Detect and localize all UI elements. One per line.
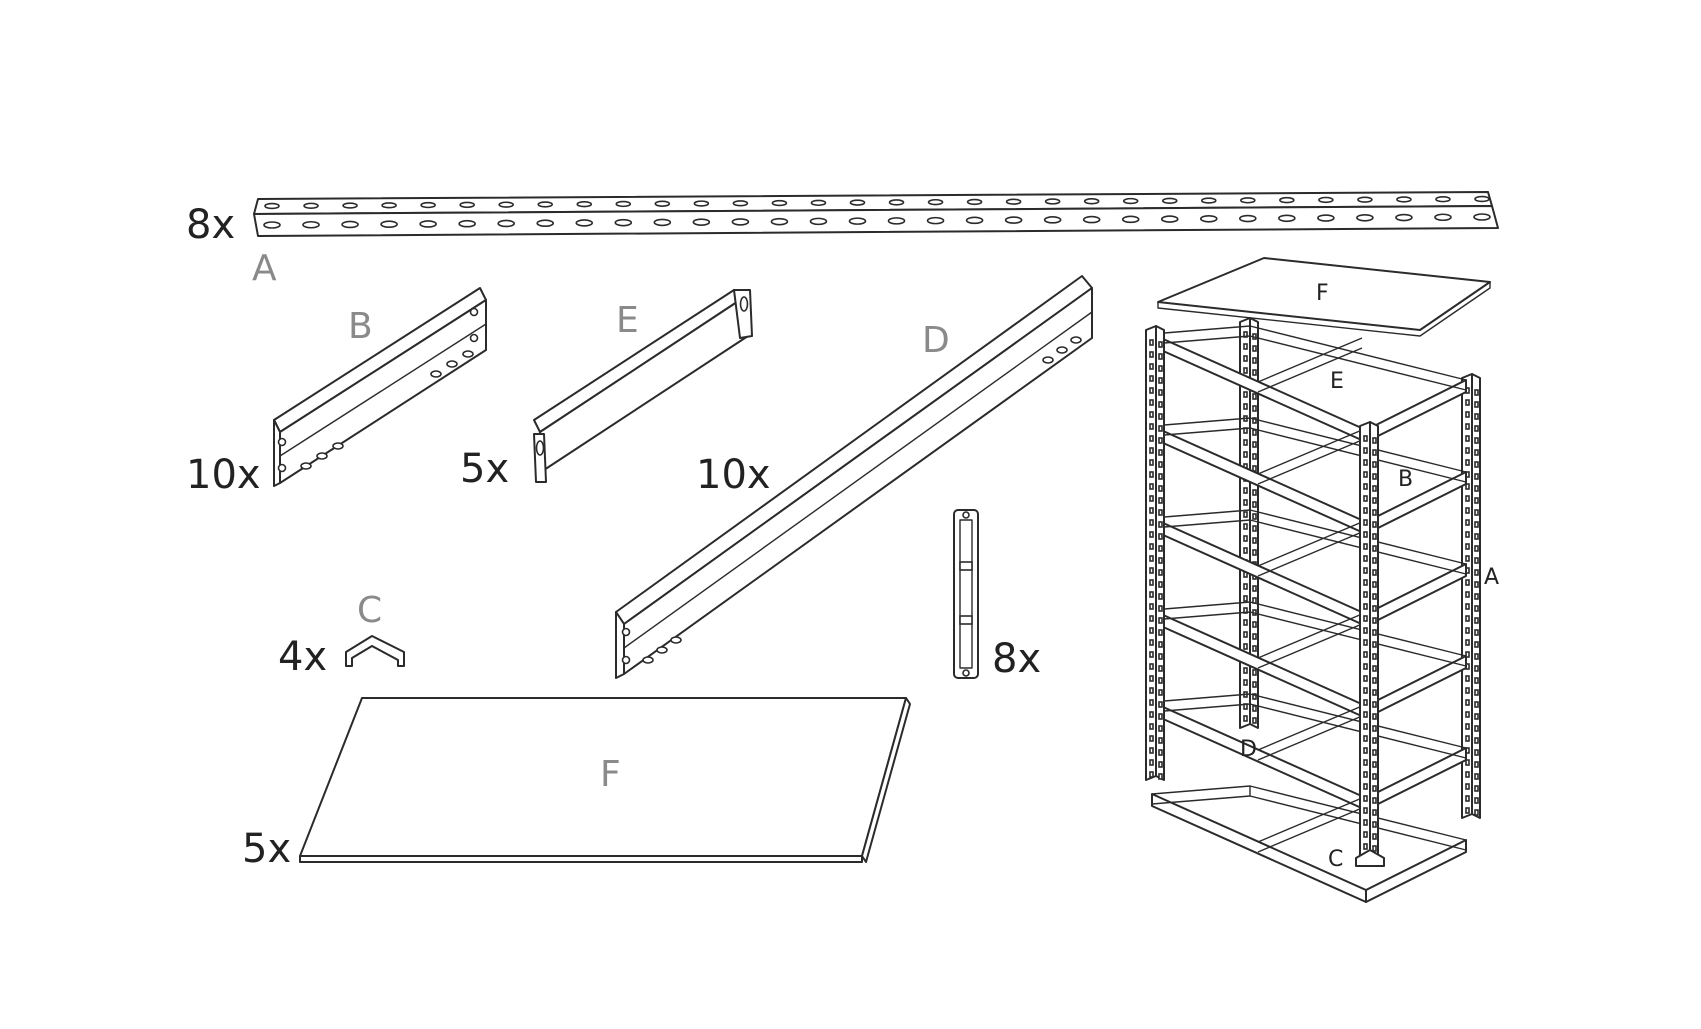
connector-plate bbox=[953, 509, 979, 679]
slot-hole bbox=[576, 200, 593, 208]
slot-hole bbox=[1043, 216, 1062, 224]
part-b-letter: B bbox=[348, 306, 373, 347]
slot-hole bbox=[692, 218, 711, 226]
slot-hole bbox=[264, 202, 280, 210]
slot-hole bbox=[1005, 198, 1022, 205]
assembly-label-e: E bbox=[1330, 369, 1344, 394]
assembly-label-b: B bbox=[1398, 467, 1413, 492]
slot-hole bbox=[1356, 213, 1374, 222]
slot-hole bbox=[654, 200, 671, 207]
slot-hole bbox=[1199, 215, 1218, 223]
assembly-front-posts bbox=[1145, 325, 1385, 867]
slot-hole bbox=[1240, 197, 1256, 204]
slot-hole bbox=[927, 198, 944, 206]
slot-hole bbox=[263, 221, 281, 229]
slot-hole bbox=[732, 200, 749, 207]
slot-hole bbox=[1044, 198, 1061, 205]
slot-hole bbox=[1357, 196, 1373, 203]
slot-hole bbox=[849, 199, 866, 206]
slot-hole bbox=[614, 218, 633, 227]
slot-hole bbox=[615, 200, 632, 208]
part-e-quantity: 5x bbox=[460, 446, 509, 492]
slot-hole bbox=[1160, 215, 1179, 223]
part-c-corner-foot bbox=[345, 635, 405, 667]
slot-hole bbox=[303, 202, 319, 209]
slot-hole bbox=[1278, 214, 1296, 223]
slot-hole bbox=[810, 199, 827, 207]
part-d-letter: D bbox=[922, 320, 950, 361]
slot-hole bbox=[1200, 197, 1217, 204]
slot-hole bbox=[731, 218, 750, 226]
slot-hole bbox=[1279, 196, 1295, 204]
slot-hole bbox=[1318, 196, 1334, 204]
slot-hole bbox=[1161, 197, 1178, 205]
slot-hole bbox=[1473, 213, 1491, 221]
slot-hole bbox=[575, 219, 594, 227]
slot-hole bbox=[809, 217, 828, 226]
part-a-upright bbox=[253, 191, 1499, 237]
slot-hole bbox=[459, 201, 475, 209]
slot-hole bbox=[380, 220, 398, 229]
slot-hole bbox=[1082, 215, 1101, 224]
part-f-letter: F bbox=[600, 754, 621, 795]
part-b-beam bbox=[273, 287, 487, 487]
assembly-label-d: D bbox=[1240, 737, 1257, 762]
slot-hole bbox=[887, 217, 906, 225]
part-f-shelf-panel bbox=[299, 697, 911, 863]
part-d-quantity: 10x bbox=[696, 452, 771, 498]
slot-hole bbox=[1121, 215, 1140, 224]
slot-hole bbox=[381, 202, 397, 209]
assembly-label-f: F bbox=[1316, 281, 1329, 306]
part-c-quantity: 4x bbox=[278, 634, 327, 680]
part-d-beam bbox=[615, 275, 1093, 679]
assembly-label-a: A bbox=[1484, 565, 1499, 590]
slot-hole bbox=[693, 200, 710, 207]
slot-hole bbox=[848, 217, 867, 225]
slot-hole bbox=[537, 201, 554, 208]
slot-hole bbox=[1317, 214, 1335, 222]
slot-hole bbox=[771, 199, 788, 207]
part-a-quantity: 8x bbox=[186, 202, 235, 248]
slot-hole bbox=[1083, 198, 1100, 205]
slot-hole bbox=[1122, 197, 1139, 205]
slot-hole bbox=[497, 219, 515, 228]
slot-hole bbox=[1395, 213, 1413, 222]
connector-quantity: 8x bbox=[992, 636, 1041, 682]
slot-hole bbox=[653, 218, 672, 227]
slot-hole bbox=[420, 201, 436, 209]
slot-hole bbox=[498, 201, 514, 208]
slot-hole bbox=[926, 216, 945, 225]
slot-hole bbox=[536, 219, 555, 227]
slot-hole bbox=[1239, 214, 1257, 223]
slot-hole bbox=[1435, 196, 1451, 203]
assembly-label-c: C bbox=[1328, 847, 1343, 872]
slot-hole bbox=[341, 220, 359, 229]
slot-hole bbox=[966, 198, 983, 206]
slot-hole bbox=[1004, 216, 1023, 224]
part-c-letter: C bbox=[357, 590, 382, 631]
part-a-letter: A bbox=[252, 248, 277, 289]
slot-hole bbox=[458, 219, 476, 228]
slot-hole bbox=[342, 202, 358, 209]
slot-hole bbox=[965, 216, 984, 225]
slot-hole bbox=[419, 220, 437, 228]
part-e-letter: E bbox=[616, 300, 639, 341]
slot-hole bbox=[1434, 213, 1452, 222]
assembled-shelf-unit bbox=[1145, 257, 1491, 903]
slot-hole bbox=[770, 217, 789, 226]
slot-hole bbox=[302, 220, 320, 229]
part-b-quantity: 10x bbox=[186, 452, 261, 498]
assembly-back-post bbox=[1239, 317, 1481, 819]
slot-hole bbox=[1396, 196, 1412, 203]
slot-hole bbox=[1474, 195, 1490, 203]
part-f-quantity: 5x bbox=[242, 826, 291, 872]
slot-hole bbox=[888, 199, 905, 206]
part-e-beam bbox=[533, 289, 753, 483]
assembly-foot bbox=[1355, 849, 1385, 867]
assembly-shelves bbox=[1151, 325, 1467, 903]
